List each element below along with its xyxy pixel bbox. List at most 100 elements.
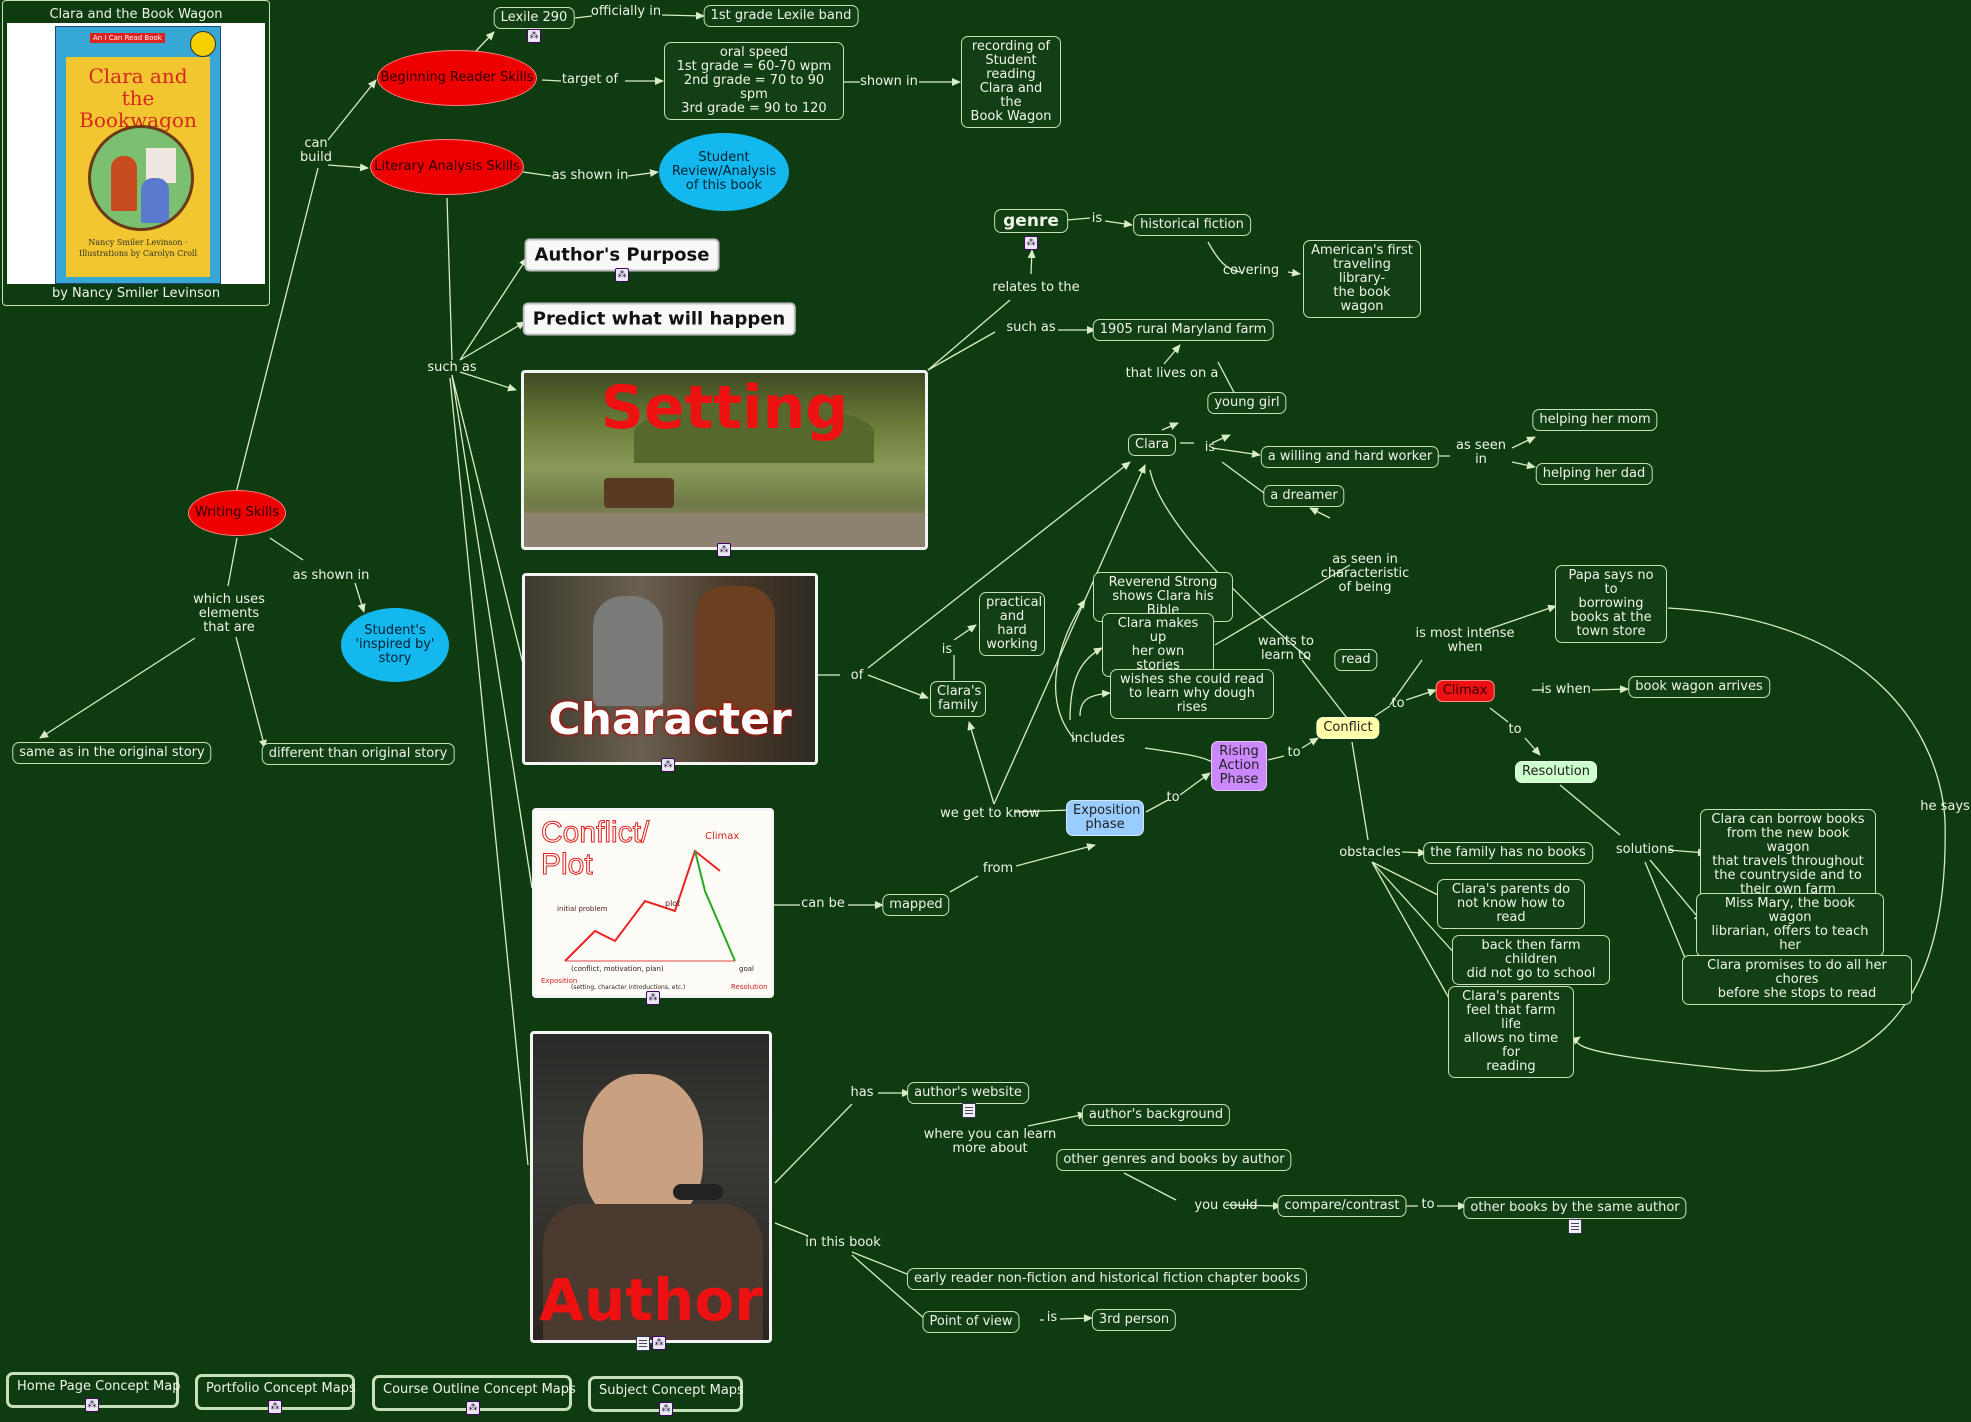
map-link-icon[interactable]: ⁂: [659, 1402, 673, 1416]
book-wagon-arrives-node[interactable]: book wagon arrives: [1628, 676, 1770, 698]
label-such-as-setting: such as: [1006, 320, 1056, 335]
different-node[interactable]: different than original story: [261, 743, 455, 765]
label-target-of: target of: [561, 72, 619, 87]
author-coat: [543, 1204, 763, 1340]
compare-contrast-node[interactable]: compare/contrast: [1277, 1195, 1407, 1217]
authors-website-node[interactable]: author's website: [907, 1082, 1029, 1104]
label-officially-in: officially in: [590, 4, 662, 19]
point-of-view-node[interactable]: Point of view: [922, 1311, 1020, 1333]
author-image[interactable]: Author: [530, 1031, 772, 1343]
helping-mom-node[interactable]: helping her mom: [1532, 409, 1658, 431]
cover-seal: [190, 31, 216, 57]
setting-image[interactable]: Setting: [521, 370, 928, 550]
map-link-icon[interactable]: ⁂: [717, 543, 731, 557]
cover-series-badge: An I Can Read Book: [90, 33, 165, 43]
early-reader-node[interactable]: early reader non-fiction and historical …: [906, 1268, 1308, 1290]
same-as-node[interactable]: same as in the original story: [12, 742, 212, 764]
young-girl-node[interactable]: young girl: [1207, 392, 1287, 414]
other-genres-node[interactable]: other genres and books by author: [1056, 1149, 1292, 1171]
label-as-shown-in: as shown in: [551, 168, 629, 183]
map-link-icon[interactable]: ⁂: [652, 1336, 666, 1350]
label-shown-in: shown in: [860, 74, 918, 89]
authors-purpose-box[interactable]: Author's Purpose: [524, 238, 720, 272]
map-link-icon[interactable]: ⁂: [85, 1398, 99, 1412]
plot-resolution-label: Resolution: [731, 983, 768, 991]
label-has: has: [850, 1085, 874, 1100]
map-link-icon[interactable]: ⁂: [527, 29, 541, 43]
literary-analysis-skills-node[interactable]: Literary Analysis Skills: [370, 139, 524, 195]
character-horse: [695, 586, 775, 716]
label-clara-is: is: [1204, 440, 1216, 455]
lexile-band-node[interactable]: 1st grade Lexile band: [703, 5, 859, 27]
label-solutions: solutions: [1615, 842, 1675, 857]
author-pipe: [673, 1184, 723, 1200]
historical-fiction-node[interactable]: historical fiction: [1133, 214, 1251, 236]
character-word: Character: [548, 694, 792, 745]
dreamer-node[interactable]: a dreamer: [1263, 485, 1345, 507]
lexile-node[interactable]: Lexile 290: [493, 7, 575, 29]
cover-credits: Nancy Smiler Levinson · Illustrations by…: [78, 238, 198, 258]
conflict-plot-image[interactable]: Climax plot initial problem (conflict, m…: [532, 808, 774, 998]
clara-node[interactable]: Clara: [1128, 434, 1176, 456]
beginning-reader-skills-node[interactable]: Beginning Reader Skills: [377, 50, 537, 106]
third-person-node[interactable]: 3rd person: [1091, 1309, 1177, 1331]
farm-node[interactable]: 1905 rural Maryland farm: [1092, 319, 1274, 341]
document-link-icon[interactable]: [962, 1103, 976, 1118]
inspired-story-node[interactable]: Student's'inspired by'story: [341, 608, 449, 682]
book-byline: by Nancy Smiler Levinson: [51, 286, 221, 301]
climax-node[interactable]: Climax: [1435, 680, 1495, 702]
setting-word: Setting: [600, 373, 849, 443]
character-image[interactable]: Character: [522, 573, 818, 765]
mapped-node[interactable]: mapped: [882, 894, 950, 916]
authors-background-node[interactable]: author's background: [1081, 1104, 1231, 1126]
label-is-when: is when: [1541, 682, 1591, 697]
label-he-says: he says: [1920, 799, 1970, 814]
book-cover-image[interactable]: An I Can Read Book Clara and the Bookwag…: [7, 23, 265, 284]
document-link-icon[interactable]: [636, 1336, 650, 1351]
label-such-as: such as: [427, 360, 477, 375]
label-to-climax: to: [1391, 696, 1405, 711]
book-cover-art: An I Can Read Book Clara and the Bookwag…: [55, 26, 221, 284]
hard-worker-node[interactable]: a willing and hard worker: [1260, 446, 1440, 468]
helping-dad-node[interactable]: helping her dad: [1535, 463, 1653, 485]
map-link-icon[interactable]: ⁂: [615, 268, 629, 282]
document-link-icon[interactable]: [1568, 1219, 1582, 1234]
label-that-lives-on-a: that lives on a: [1125, 366, 1219, 381]
map-link-icon[interactable]: ⁂: [646, 991, 660, 1005]
resolution-node[interactable]: Resolution: [1515, 761, 1597, 783]
other-books-node[interactable]: other books by the same author: [1463, 1197, 1687, 1219]
genre-node[interactable]: genre: [994, 209, 1068, 233]
read-node[interactable]: read: [1334, 649, 1378, 671]
map-link-icon[interactable]: ⁂: [1024, 236, 1038, 250]
author-face: [583, 1074, 703, 1224]
no-books-node[interactable]: the family has no books: [1423, 842, 1593, 864]
map-link-icon[interactable]: ⁂: [466, 1401, 480, 1415]
map-link-icon[interactable]: ⁂: [268, 1400, 282, 1414]
conflict-node[interactable]: Conflict: [1316, 717, 1380, 739]
map-link-icon[interactable]: ⁂: [661, 758, 675, 772]
writing-skills-node[interactable]: Writing Skills: [188, 490, 286, 536]
predict-box[interactable]: Predict what will happen: [522, 302, 796, 336]
label-includes: includes: [1071, 731, 1125, 746]
